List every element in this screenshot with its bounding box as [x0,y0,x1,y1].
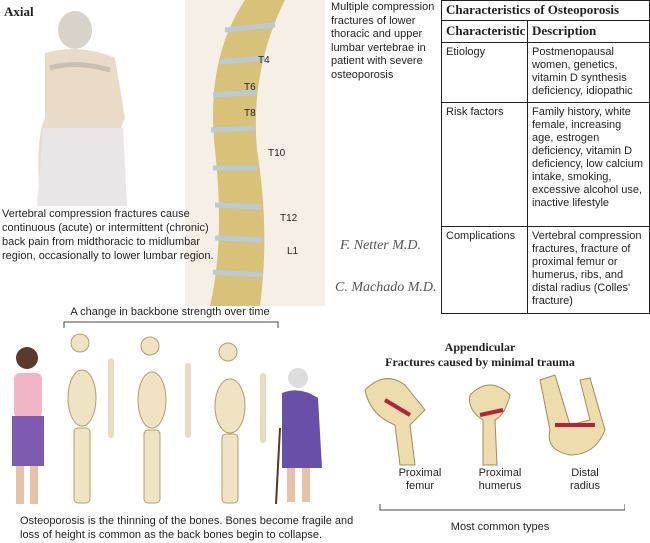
row-description: Family history, white female, increasing… [532,106,644,209]
progression-caption: Osteoporosis is the thinning of the bone… [20,515,354,541]
spine-caption: Multiple compression fractures of lower … [331,1,435,81]
proximal-humerus-bone [469,384,511,466]
axial-label: Axial [4,4,34,19]
osteoporosis-progression-illustration [12,321,322,505]
table-header-row: Characteristic Description [442,21,649,43]
table-row: Complications Vertebral compression frac… [442,227,649,313]
vertebra-label-l1: L1 [287,246,299,257]
table-row: Etiology Postmenopausal women, genetics,… [442,43,649,103]
appendicular-heading: Appendicular [444,340,516,354]
header-characteristic: Characteristic [442,21,528,42]
progression-title: A change in backbone strength over time [70,306,270,318]
distal-radius-bone [539,374,606,456]
woman-back-pain-illustration [37,11,127,206]
table-row: Risk factors Family history, white femal… [442,103,649,227]
proximal-femur-bone [364,378,426,466]
fracture-bones-illustration [364,374,625,511]
vertebra-label-t6: T6 [244,82,256,93]
row-characteristic: Risk factors [442,103,528,226]
vertebral-fracture-description: Vertebral compression fractures cause co… [2,208,214,262]
young-woman-figure [12,347,44,504]
vertebra-label-t4: T4 [258,55,270,66]
label-distal-radius: Distal radius [570,467,600,492]
appendicular-title: Appendicular Fractures caused by minimal… [360,340,600,370]
netter-signature: F. Netter M.D. [340,238,422,253]
row-description: Vertebral compression fractures, fractur… [532,230,642,307]
most-common-types-label: Most common types [450,521,550,533]
osteoporosis-characteristics-table: Characteristics of Osteoporosis Characte… [441,0,650,314]
vertebra-label-t12: T12 [280,213,298,224]
label-proximal-humerus: Proximal humerus [478,467,522,492]
elderly-woman-figure [275,368,322,505]
row-characteristic: Complications [442,227,528,313]
row-characteristic: Etiology [442,43,528,102]
appendicular-subtitle: Fractures caused by minimal trauma [385,355,575,369]
header-description: Description [532,23,597,38]
vertebra-label-t8: T8 [244,108,256,119]
machado-signature: C. Machado M.D. [335,280,437,295]
spine-illustration [185,0,325,306]
row-description: Postmenopausal women, genetics, vitamin … [532,46,633,97]
label-proximal-femur: Proximal femur [398,467,442,492]
table-title: Characteristics of Osteoporosis [442,1,649,21]
vertebra-label-t10: T10 [268,148,286,159]
